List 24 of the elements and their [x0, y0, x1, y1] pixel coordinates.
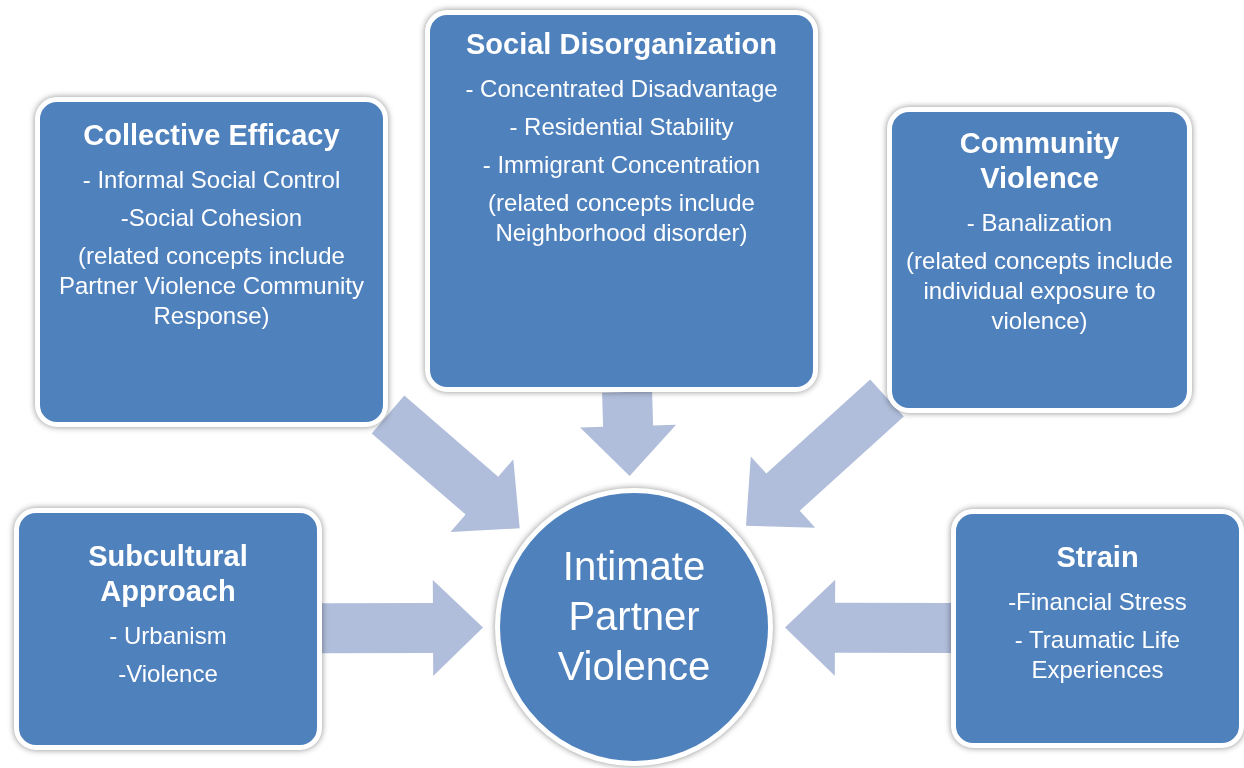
box-title: Community Violence — [958, 126, 1121, 196]
block-arrow — [580, 391, 677, 477]
box-item: - Concentrated Disadvantage — [465, 73, 778, 104]
box-item: (related concepts include Partner Violence Community Response) — [58, 240, 365, 331]
box-item: -Violence — [118, 658, 218, 689]
block-arrow — [785, 579, 952, 676]
block-arrow — [371, 395, 520, 532]
box-title: Collective Efficacy — [83, 118, 340, 153]
box-item: (related concepts include individual exposure to violence) — [905, 245, 1174, 336]
block-arrow — [746, 379, 904, 528]
box-title: Intimate Partner Violence — [556, 543, 712, 690]
box-item: - Urbanism — [109, 620, 227, 651]
box-item: - Informal Social Control — [82, 164, 341, 195]
box-item: (related concepts include Neighborhood disorder) — [487, 187, 756, 248]
block-arrow — [321, 579, 483, 676]
box-item: -Social Cohesion — [120, 202, 303, 233]
box-item: - Residential Stability — [509, 111, 734, 142]
box-item: - Immigrant Concentration — [482, 149, 761, 180]
box-title: Subcultural Approach — [87, 539, 249, 609]
box-title: Social Disorganization — [466, 27, 777, 62]
box-item: - Banalization — [966, 207, 1113, 238]
box-title: Strain — [1056, 540, 1139, 575]
box-item: - Traumatic Life Experiences — [1013, 624, 1182, 685]
box-item: -Financial Stress — [1008, 586, 1187, 617]
